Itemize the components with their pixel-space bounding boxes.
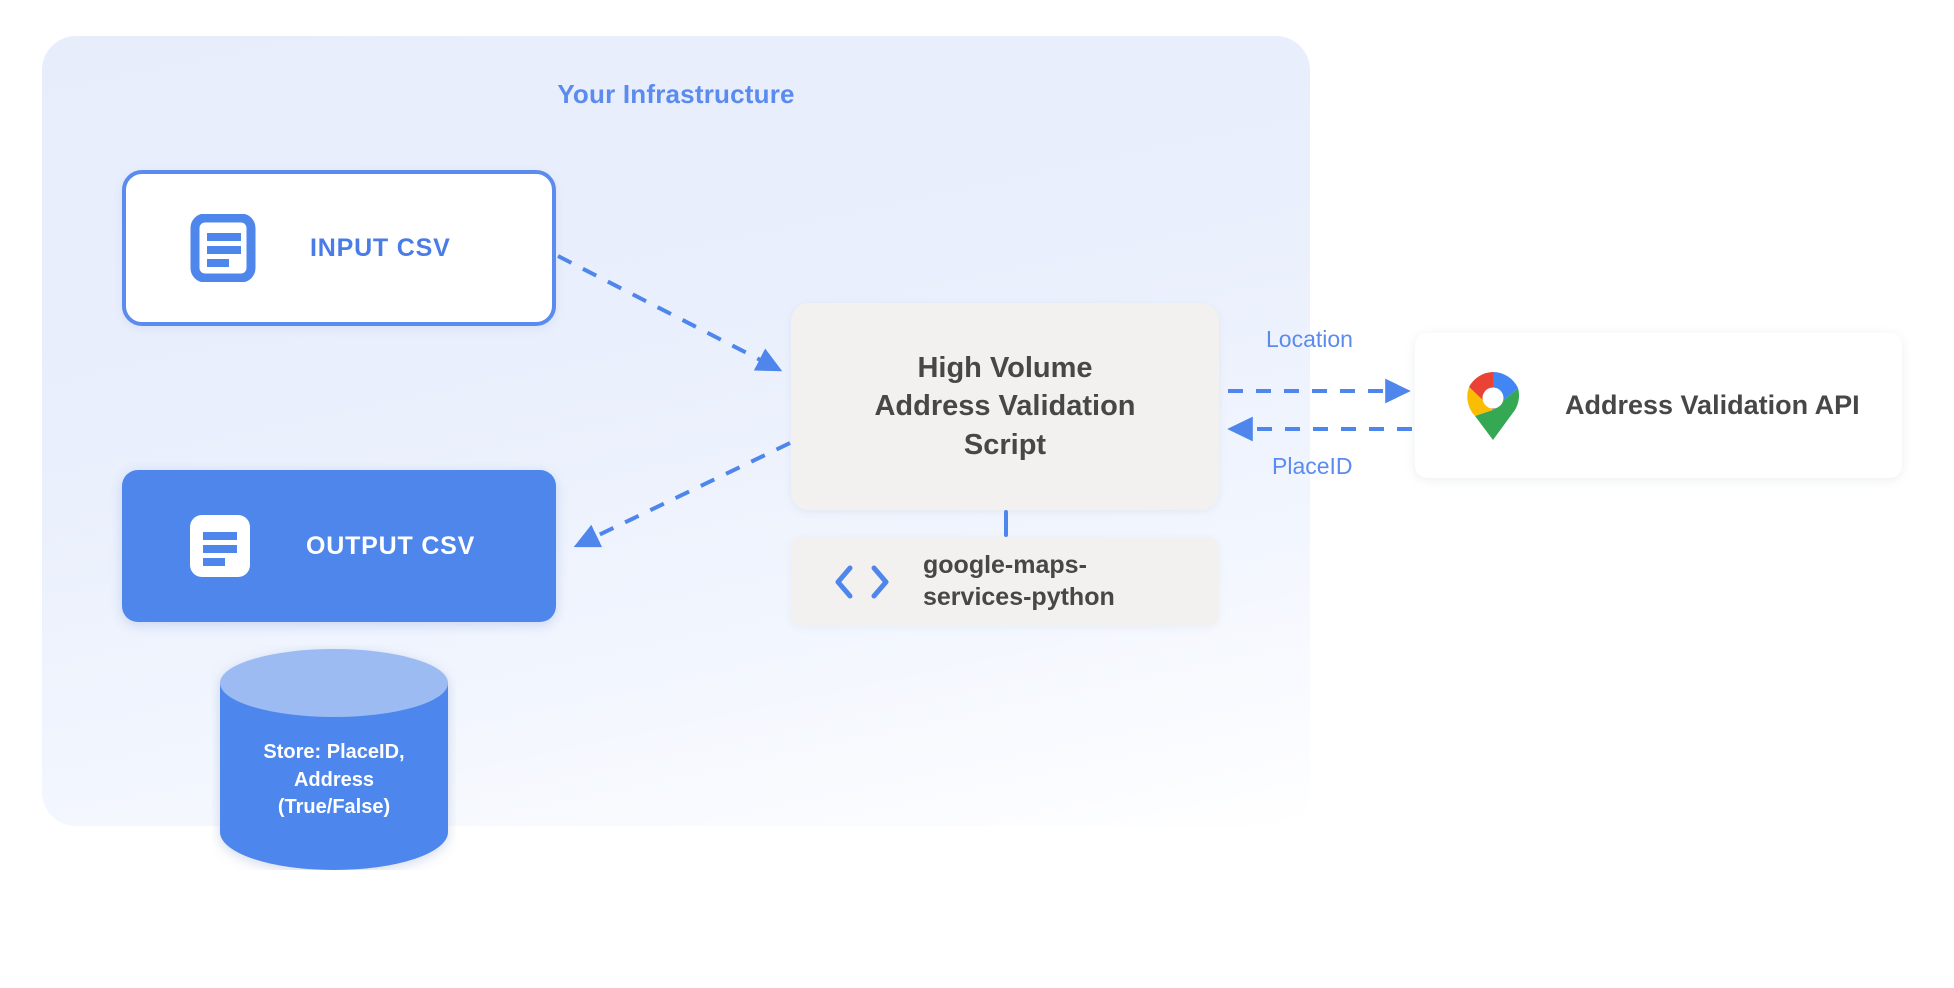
script-line-3: Script <box>963 428 1047 461</box>
google-maps-pin-icon <box>1467 371 1520 440</box>
high-volume-script-node[interactable]: High Volume Address Validation Script <box>791 303 1219 510</box>
address-validation-api-node[interactable]: Address Validation API <box>1415 333 1902 478</box>
library-line-1: google-maps- <box>923 551 1087 580</box>
database-node[interactable]: Store: PlaceID, Address (True/False) <box>212 645 456 870</box>
document-icon <box>190 515 250 577</box>
document-icon <box>190 214 256 282</box>
cylinder-shape <box>220 649 448 870</box>
script-library-connector <box>1004 510 1008 537</box>
script-line-2: Address Validation <box>874 390 1136 423</box>
library-line-2: services-python <box>923 582 1115 611</box>
input-csv-node[interactable]: INPUT CSV <box>122 170 556 326</box>
script-line-1: High Volume <box>917 352 1093 385</box>
library-label: google-maps- services-python <box>923 550 1115 613</box>
code-brackets-icon <box>835 565 889 598</box>
output-csv-label: OUTPUT CSV <box>306 531 476 560</box>
api-label: Address Validation API <box>1565 390 1860 420</box>
input-csv-label: INPUT CSV <box>310 233 451 262</box>
edge-label-location: Location <box>1266 326 1353 352</box>
google-maps-services-python-node[interactable]: google-maps- services-python <box>791 537 1219 626</box>
panel-title: Your Infrastructure <box>557 79 795 109</box>
edge-label-placeid: PlaceID <box>1272 453 1353 479</box>
output-csv-node[interactable]: OUTPUT CSV <box>122 470 556 622</box>
